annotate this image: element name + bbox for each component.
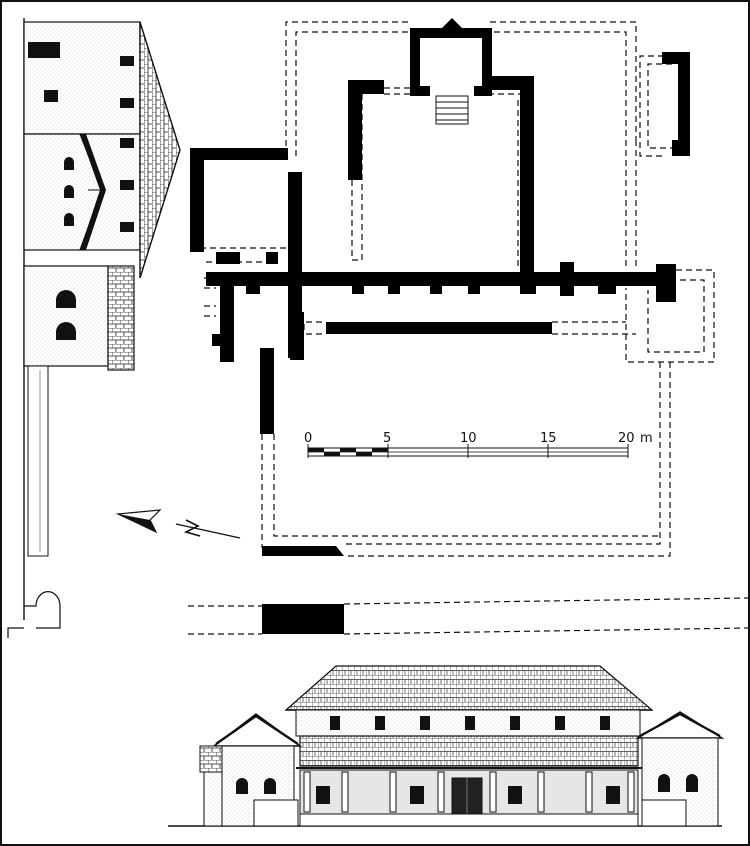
scale-tick-5: 5 bbox=[383, 431, 391, 446]
scale-bar: 0 5 10 15 20 m bbox=[304, 431, 653, 458]
scale-tick-0: 0 bbox=[304, 431, 312, 446]
side-elevation bbox=[7, 18, 181, 638]
shrine bbox=[410, 18, 492, 125]
scale-tick-15: 15 bbox=[540, 431, 557, 446]
ground-plan bbox=[188, 18, 749, 635]
excavated-walls bbox=[190, 52, 690, 634]
front-elevation bbox=[168, 665, 725, 827]
scale-unit: m bbox=[640, 431, 653, 446]
north-arrow-icon bbox=[115, 509, 241, 539]
scale-tick-20: 20 bbox=[618, 431, 635, 446]
scale-tick-10: 10 bbox=[460, 431, 477, 446]
